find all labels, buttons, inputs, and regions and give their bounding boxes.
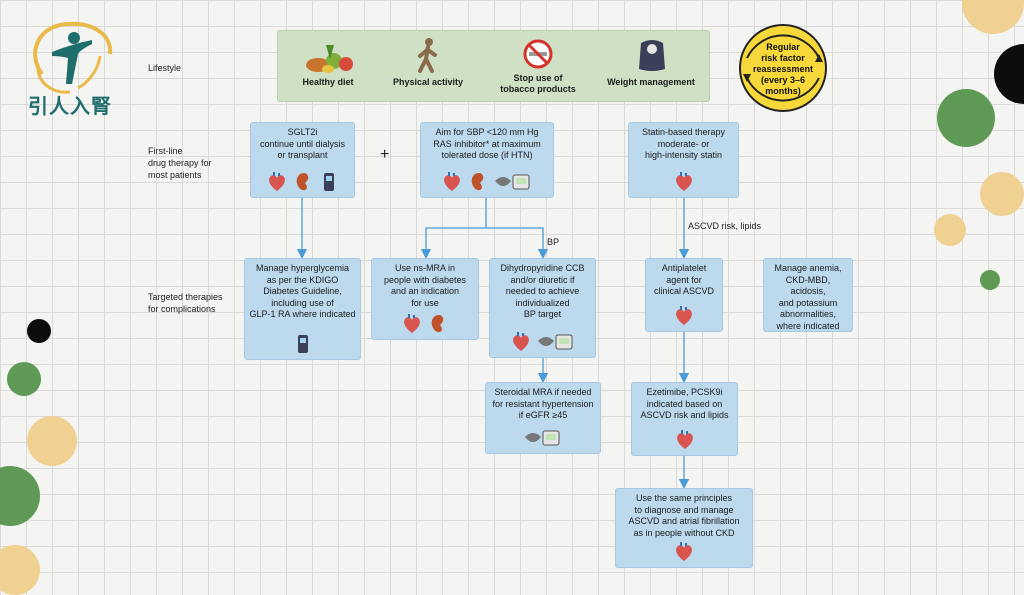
box-sbp-ras: Aim for SBP <120 mm Hg RAS inhibitor* at… [420, 122, 554, 198]
no-smoking-icon [523, 39, 553, 69]
box-ezetimibe: Ezetimibe, PCSK9i indicated based on ASC… [631, 382, 738, 456]
walking-person-icon [418, 38, 437, 73]
healthy-food-icon [306, 45, 353, 73]
box-statin: Statin-based therapy moderate- or high-i… [628, 122, 739, 198]
box-steroidal-mra: Steroidal MRA if needed for resistant hy… [485, 382, 601, 454]
edge-label-ascvd: ASCVD risk, lipids [688, 221, 762, 231]
lifestyle-panel: Healthy diet Physical activity Stop use … [277, 30, 710, 102]
lifestyle-weight-management: Weight management [593, 31, 709, 101]
cycle-arrow-icon [743, 34, 823, 102]
glucose-meter-icon [297, 335, 308, 353]
row-label-first-line: First-line drug therapy for most patient… [148, 146, 212, 180]
heart-icon [268, 172, 285, 191]
box-sglt2i: SGLT2i continue until dialysis or transp… [250, 122, 355, 198]
decorative-dot [27, 319, 51, 343]
decorative-dot [980, 270, 1000, 290]
box-same-principles: Use the same principles to diagnose and … [615, 488, 753, 568]
blood-pressure-monitor-icon [537, 334, 572, 350]
box-nsmra: Use ns-MRA in people with diabetes and a… [371, 258, 479, 340]
lifestyle-healthy-diet: Healthy diet [278, 31, 378, 101]
lifestyle-physical-activity: Physical activity [378, 31, 478, 101]
kidney-icon [296, 173, 308, 191]
heart-icon [404, 314, 420, 333]
scale-icon [639, 40, 665, 71]
decorative-dot [27, 416, 77, 466]
heart-icon [676, 542, 692, 561]
flow-arrows [296, 198, 690, 490]
glucose-meter-icon [323, 173, 334, 191]
box-anemia: Manage anemia, CKD-MBD, acidosis, and po… [763, 258, 853, 332]
lifestyle-stop-tobacco: Stop use of tobacco products [483, 31, 593, 101]
blood-pressure-monitor-icon [525, 430, 560, 446]
heart-icon [512, 332, 529, 351]
kidney-icon [431, 315, 444, 333]
decorative-dot [980, 172, 1024, 216]
heart-icon [676, 430, 693, 449]
blood-pressure-monitor-icon [495, 174, 530, 190]
decorative-dot [7, 362, 41, 396]
reassessment-badge: Regular risk factor reassessment (every … [739, 24, 827, 112]
row-label-targeted: Targeted therapies for complications [148, 292, 223, 314]
edge-label-bp: BP [547, 237, 560, 247]
heart-icon [444, 172, 460, 191]
decorative-dot [934, 214, 966, 246]
heart-icon [675, 172, 692, 191]
row-label-lifestyle: Lifestyle [148, 63, 182, 73]
decorative-dot [937, 89, 995, 147]
heart-icon [676, 306, 692, 325]
plus-sign: + [380, 146, 390, 163]
kidney-icon [471, 173, 484, 191]
box-hyperglycemia: Manage hyperglycemia as per the KDIGO Di… [244, 258, 361, 360]
logo-text: 引人入腎 [28, 94, 112, 118]
box-ccb-diuretic: Dihydropyridine CCB and/or diuretic if n… [489, 258, 596, 358]
box-antiplatelet: Antiplatelet agent for clinical ASCVD [645, 258, 723, 332]
kidney-logo-icon [33, 21, 113, 94]
